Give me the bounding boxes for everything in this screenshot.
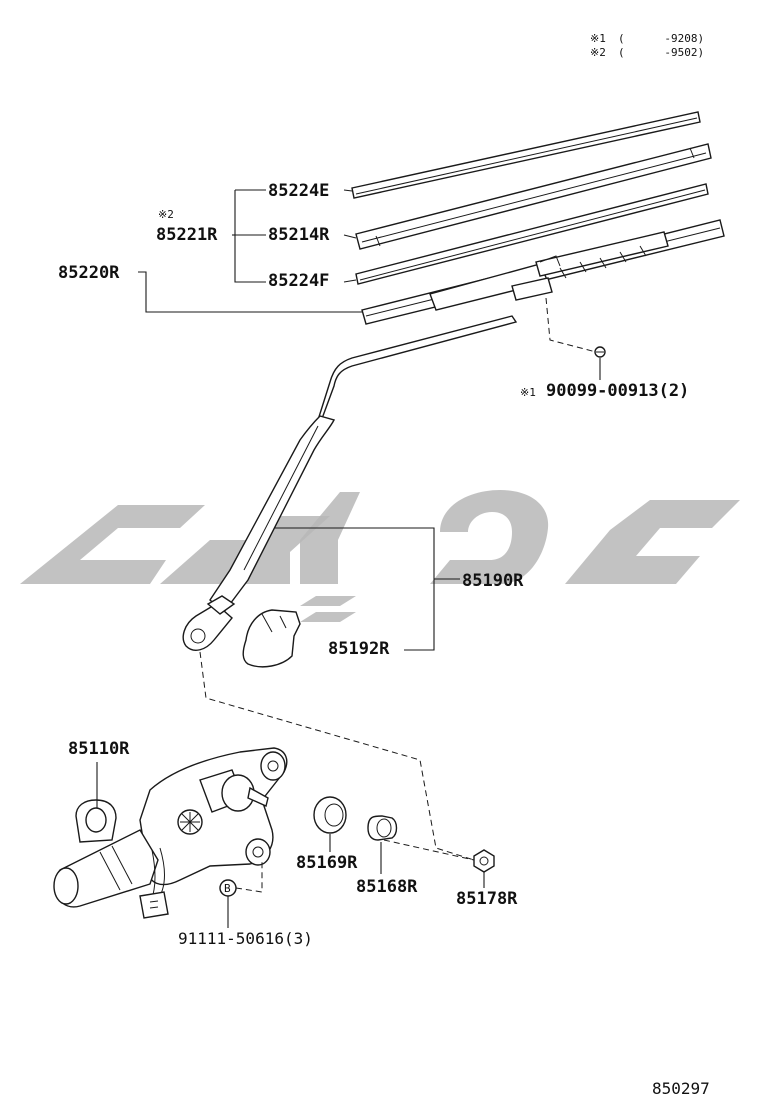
blade-rubber-85214r: [355, 143, 712, 250]
label-screw: 90099-00913(2): [546, 381, 689, 401]
label-screw-note: ※1: [520, 386, 536, 399]
bolt-ref-marker: B: [219, 879, 237, 897]
legend-note1-range: ( -9208): [618, 32, 704, 45]
arm-cover-85192r: [242, 609, 301, 668]
screw-90099-00913: [594, 346, 606, 358]
label-85178r: 85178R: [456, 889, 518, 909]
legend-note2-range: ( -9502): [618, 46, 704, 59]
label-85214r: 85214R: [268, 225, 330, 245]
wiper-motor-85110r: [53, 747, 288, 919]
label-85224e: 85224E: [268, 181, 329, 201]
label-bolt: 91111-50616(3): [178, 929, 313, 948]
label-85168r: 85168R: [356, 877, 418, 897]
grommet-85169r: [313, 796, 347, 834]
blade-refill-85224e: [351, 111, 701, 199]
legend-note1-mark: ※1: [590, 32, 606, 45]
diagram-id: 850297: [652, 1079, 710, 1098]
dashed-guides: [199, 297, 597, 893]
label-85221r-note: ※2: [158, 208, 174, 221]
label-85221r: 85221R: [156, 225, 218, 245]
label-85224f: 85224F: [268, 271, 329, 291]
legend-note2-mark: ※2: [590, 46, 606, 59]
label-85190r: 85190R: [462, 571, 524, 591]
label-85169r: 85169R: [296, 853, 358, 873]
watermark-logo: [20, 490, 740, 622]
label-85192r: 85192R: [328, 639, 390, 659]
blade-refill-85224f: [355, 183, 709, 285]
label-bolt-ref: B: [224, 882, 231, 895]
nut-85178r: [473, 849, 495, 873]
seal-85168r: [367, 815, 398, 841]
wiper-blade-85220r: [361, 219, 725, 325]
leader-lines: [96, 189, 601, 928]
label-85220r: 85220R: [58, 263, 120, 283]
label-85110r: 85110R: [68, 739, 130, 759]
wiper-arm-85190r: [182, 315, 518, 651]
